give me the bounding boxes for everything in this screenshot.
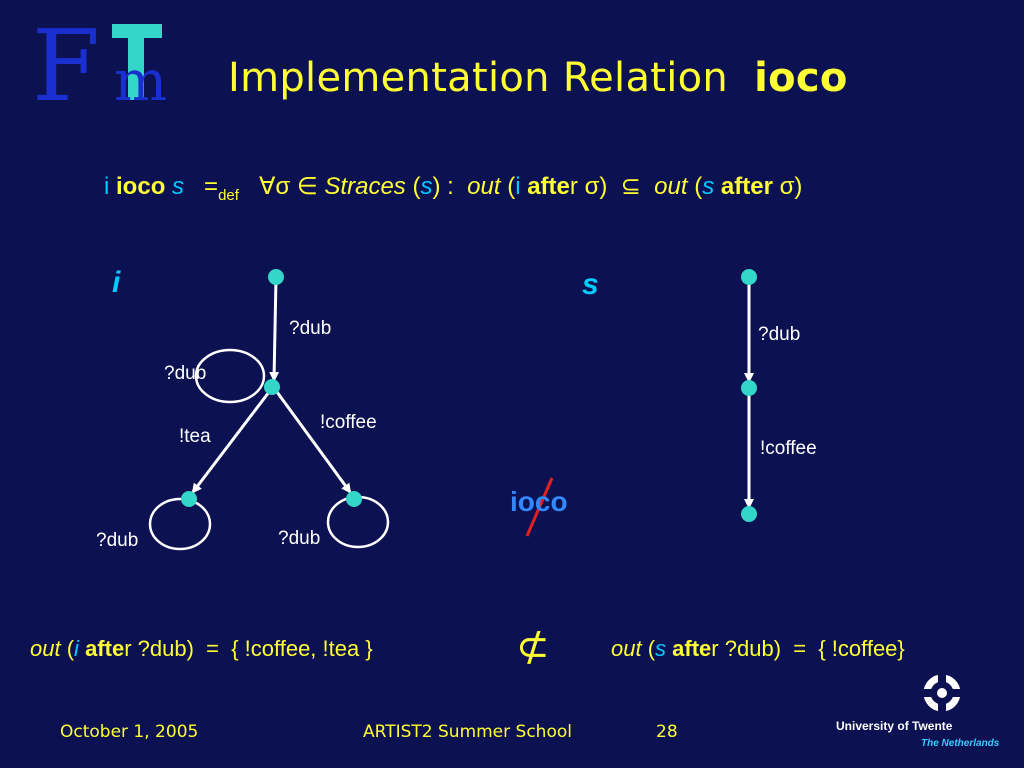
def-out2: out [654,173,688,200]
i-label-loop-right: ?dub [278,528,321,549]
i-loop-left [148,497,212,551]
i-loop-mid [194,348,266,404]
right-after: afte [672,636,712,661]
def-i2: i [515,173,521,200]
left-rest: ?dub) = { !coffee, !tea } [137,636,373,661]
def-sigma2: σ) [779,173,803,200]
i-state-0 [268,269,284,285]
title-bold: ioco [754,55,848,101]
i-edge-tea [191,391,271,494]
def-subseteq: ⊆ [620,173,641,200]
right-out: out [611,636,642,661]
s-state-1 [741,380,757,396]
i-edge-dub [269,277,280,382]
s-state-2 [741,506,757,522]
i-edge-coffee [275,391,352,494]
left-r: r [124,636,132,661]
def-s2: s [420,173,433,200]
def-open: ( [412,173,421,200]
def-r1: r [569,173,578,200]
def-after1: afte [527,173,570,200]
logo-stem [128,24,144,100]
footer-page-number: 28 [656,722,678,742]
process-label-s: s [582,268,599,301]
ioco-negated: ioco [510,486,568,517]
ioco-definition: i ioco s =def ∀σ ∈ Straces (s) : out (i … [104,172,802,204]
def-open2: ( [507,173,516,200]
i-state-3 [346,491,362,507]
left-i: i [74,636,79,661]
i-label-coffee: !coffee [320,412,377,433]
footer-date: October 1, 2005 [60,722,199,742]
left-out: out [30,636,61,661]
i-label-top: ?dub [289,318,332,339]
fmt-logo: F m [32,10,167,124]
i-state-1 [264,379,280,395]
out-s-after-dub: out (s after ?dub) = { !coffee} [611,636,905,662]
s-label-coffee: !coffee [760,438,817,459]
logo-letter-f: F [32,18,100,108]
def-open3: ( [694,173,703,200]
def-s3: s [702,173,715,200]
s-label-dub: ?dub [758,324,801,345]
not-subset-symbol: ⊄ [516,625,550,669]
i-label-loop-mid: ?dub [164,363,207,384]
i-state-2 [181,491,197,507]
def-forall: ∀σ ∈ [258,173,318,200]
i-label-tea: !tea [179,426,211,447]
i-label-loop-left: ?dub [96,530,139,551]
right-rest: ?dub) = { !coffee} [724,636,905,661]
def-i: i [104,173,110,200]
fmt-logo-graphic: F m [32,10,167,124]
process-label-i: i [112,266,121,299]
def-s: s [172,173,185,200]
title-main: Implementation Relation [228,55,729,101]
def-close: ) : [432,173,454,200]
def-sub: def [218,186,239,204]
def-straces: Straces [324,173,406,200]
university-name: University of Twente [836,719,953,733]
def-after2: after [720,173,773,200]
ioco-strike [525,477,554,537]
right-open: ( [647,636,656,661]
left-after: afte [85,636,125,661]
footer-event: ARTIST2 Summer School [363,722,572,742]
right-r: r [711,636,719,661]
def-eq: = [204,173,219,200]
def-out1: out [467,173,501,200]
right-s: s [655,636,667,661]
university-country: The Netherlands [921,738,1000,749]
university-logo-icon [920,673,964,713]
slide-title: Implementation Relation ioco [228,55,848,101]
def-ioco: ioco [116,173,166,200]
s-state-0 [741,269,757,285]
out-i-after-dub: out (i after ?dub) = { !coffee, !tea } [30,636,373,662]
left-open: ( [66,636,75,661]
def-sigma1: σ) [584,173,608,200]
logo-letter-m: m [114,49,167,108]
